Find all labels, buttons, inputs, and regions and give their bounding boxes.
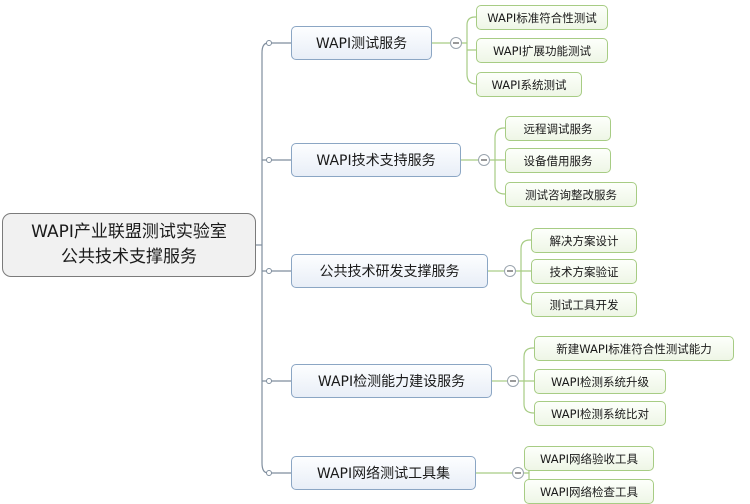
branch-label: WAPI检测能力建设服务 — [317, 374, 466, 390]
leaf-label: WAPI网络检查工具 — [540, 484, 638, 499]
branch-topic-tech-support[interactable]: WAPI技术支持服务 — [291, 143, 461, 177]
branch-label: 公共技术研发支撑服务 — [319, 264, 460, 280]
junction-dot — [266, 40, 272, 46]
branch-topic-wapi-testing[interactable]: WAPI测试服务 — [291, 26, 432, 60]
leaf-topic[interactable]: WAPI检测系统升级 — [534, 369, 666, 394]
leaf-label: WAPI检测系统升级 — [551, 374, 649, 389]
leaf-label: 测试工具开发 — [549, 297, 619, 312]
root-topic[interactable]: WAPI产业联盟测试实验室 公共技术支撑服务 — [2, 213, 256, 277]
branch-label: WAPI技术支持服务 — [316, 153, 436, 169]
leaf-label: 远程调试服务 — [523, 121, 593, 136]
junction-dot — [266, 470, 272, 476]
branch-topic-rnd-support[interactable]: 公共技术研发支撑服务 — [291, 254, 488, 288]
leaf-label: WAPI检测系统比对 — [551, 406, 649, 421]
leaf-topic[interactable]: WAPI检测系统比对 — [534, 401, 666, 426]
leaf-topic[interactable]: 技术方案验证 — [531, 259, 637, 284]
leaf-topic[interactable]: WAPI扩展功能测试 — [476, 38, 608, 63]
branch-topic-network-tools[interactable]: WAPI网络测试工具集 — [291, 456, 476, 490]
junction-dot — [266, 157, 272, 163]
junction-dot — [266, 378, 272, 384]
leaf-label: WAPI网络验收工具 — [540, 451, 638, 466]
leaf-label: WAPI标准符合性测试 — [487, 10, 597, 25]
leaf-label: 新建WAPI标准符合性测试能力 — [556, 341, 712, 356]
leaf-topic[interactable]: 测试工具开发 — [531, 292, 637, 317]
leaf-label: WAPI扩展功能测试 — [493, 43, 591, 58]
leaf-topic[interactable]: 新建WAPI标准符合性测试能力 — [534, 336, 734, 361]
root-title-line1: WAPI产业联盟测试实验室 — [31, 222, 227, 242]
leaf-topic[interactable]: 测试咨询整改服务 — [505, 182, 637, 207]
leaf-topic[interactable]: 远程调试服务 — [505, 116, 611, 141]
leaf-topic[interactable]: 设备借用服务 — [505, 148, 611, 173]
junction-dot — [266, 268, 272, 274]
leaf-topic[interactable]: WAPI网络检查工具 — [524, 479, 654, 504]
leaf-topic[interactable]: WAPI网络验收工具 — [524, 446, 654, 471]
leaf-label: WAPI系统测试 — [491, 77, 567, 92]
leaf-topic[interactable]: 解决方案设计 — [531, 228, 637, 253]
branch-topic-capability-building[interactable]: WAPI检测能力建设服务 — [291, 364, 492, 398]
branch-label: WAPI测试服务 — [315, 36, 408, 52]
leaf-label: 测试咨询整改服务 — [525, 187, 617, 202]
trunk-line — [261, 42, 269, 474]
leaf-topic[interactable]: WAPI系统测试 — [476, 72, 582, 97]
leaf-topic[interactable]: WAPI标准符合性测试 — [476, 5, 608, 30]
leaf-label: 技术方案验证 — [549, 264, 619, 279]
branch-label: WAPI网络测试工具集 — [316, 466, 451, 482]
root-title-line2: 公共技术支撑服务 — [61, 247, 197, 267]
leaf-label: 解决方案设计 — [549, 233, 619, 248]
leaf-label: 设备借用服务 — [523, 153, 593, 168]
